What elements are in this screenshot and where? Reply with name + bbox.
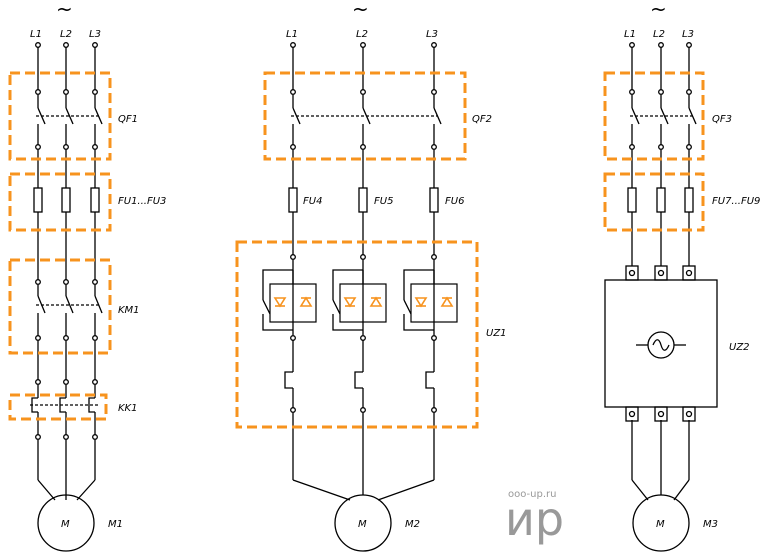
label-fu1-fu3: FU1...FU3 — [118, 196, 166, 207]
phase-label-l3: L3 — [682, 29, 694, 40]
phase-label-l3: L3 — [89, 29, 101, 40]
breaker-box-qf1 — [8, 71, 112, 161]
phase-label-l1: L1 — [30, 29, 42, 40]
ac-symbol: ~ — [56, 0, 73, 21]
contactor-box-km1 — [8, 258, 112, 355]
brand-logo: ир — [505, 492, 564, 546]
motor-m2 — [334, 494, 392, 552]
label-fu6: FU6 — [445, 196, 464, 207]
label-kk1: KK1 — [118, 403, 137, 414]
terminals — [629, 42, 692, 150]
terminals — [290, 42, 437, 413]
circuit-2: ~ L1 L2 L3 — [235, 0, 507, 552]
phase-3-wire — [377, 45, 442, 501]
motor-symbol: M — [358, 519, 367, 530]
label-km1: KM1 — [118, 305, 140, 316]
phase-3-wire — [76, 45, 103, 501]
label-qf1: QF1 — [118, 114, 138, 125]
circuit-1: ~ L1 L2 L3 — [8, 0, 166, 552]
softstarter-phase-1 — [262, 269, 317, 331]
fuse-box-fu7 — [603, 172, 705, 232]
relay-box-kk1 — [8, 393, 108, 421]
phase-1-wire — [284, 45, 351, 501]
label-uz1: UZ1 — [486, 328, 507, 339]
label-uz2: UZ2 — [729, 342, 750, 353]
ac-symbol: ~ — [650, 0, 667, 21]
label-qf2: QF2 — [472, 114, 492, 125]
softstarter-phase-3 — [403, 269, 458, 331]
ac-source-icon — [636, 331, 686, 359]
drive-input-terminals — [625, 265, 696, 281]
motor-m3 — [632, 494, 690, 552]
terminals — [35, 42, 98, 440]
phase-1-wire — [627, 45, 649, 501]
softstarter-box-uz1 — [235, 240, 479, 429]
drive-output-terminals — [625, 406, 696, 422]
phase-3-wire — [673, 45, 697, 501]
phase-label-l2: L2 — [356, 29, 368, 40]
motor-symbol: M — [61, 519, 70, 530]
circuit-3: ~ L1 L2 L3 — [603, 0, 760, 552]
phase-label-l2: L2 — [653, 29, 665, 40]
label-fu5: FU5 — [374, 196, 393, 207]
softstarter-phase-2 — [332, 269, 387, 331]
phase-2-wire — [656, 45, 669, 495]
phase-label-l1: L1 — [286, 29, 298, 40]
frequency-drive-uz2 — [604, 279, 718, 408]
motor-symbol: M — [656, 519, 665, 530]
breaker-box-qf3 — [603, 71, 705, 161]
label-fu4: FU4 — [303, 196, 322, 207]
motor-label-m3: M3 — [703, 519, 718, 530]
brand-url: ooo-up.ru — [508, 489, 556, 500]
motor-label-m2: M2 — [405, 519, 420, 530]
phase-label-l2: L2 — [60, 29, 72, 40]
fuse-box-fu1 — [8, 172, 112, 232]
motor-label-m1: M1 — [108, 519, 123, 530]
phase-1-wire — [31, 45, 56, 501]
phase-2-wire — [59, 45, 74, 500]
label-qf3: QF3 — [712, 114, 732, 125]
brand-watermark: ooo-up.ru ир — [505, 489, 564, 546]
label-fu7-fu9: FU7...FU9 — [712, 196, 760, 207]
phase-label-l3: L3 — [426, 29, 438, 40]
motor-m1 — [37, 494, 95, 552]
ac-symbol: ~ — [352, 0, 369, 21]
breaker-box-qf2 — [263, 71, 467, 161]
phase-label-l1: L1 — [624, 29, 636, 40]
